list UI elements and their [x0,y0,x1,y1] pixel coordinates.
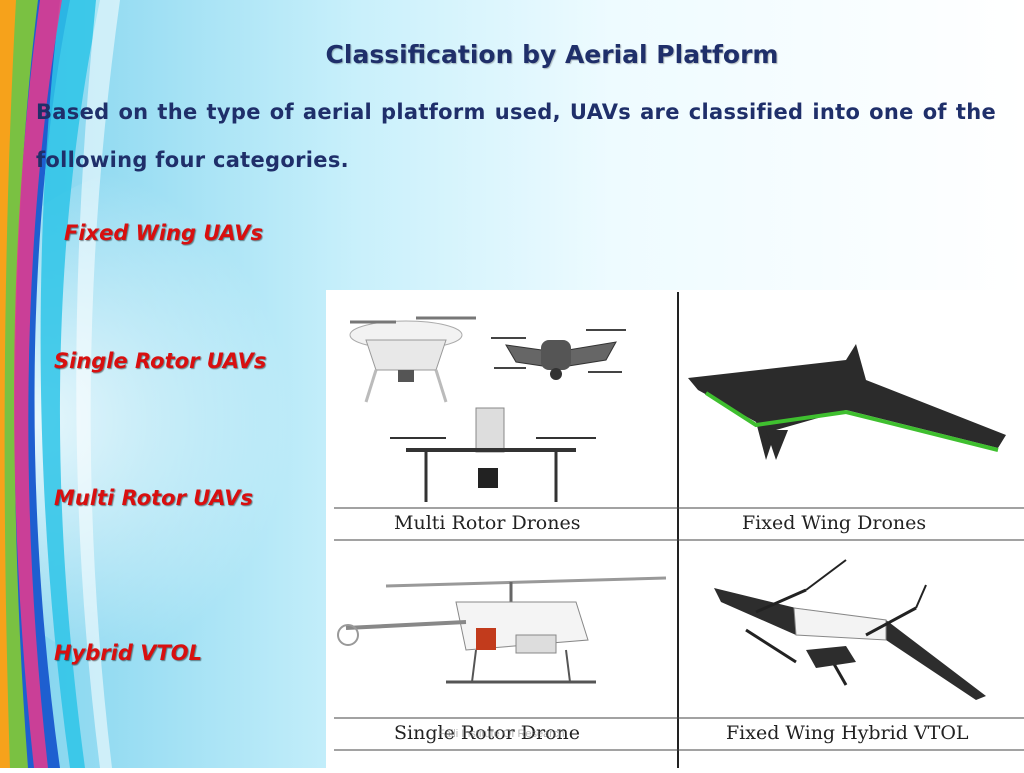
watermark-text: Faili Institute Of Research [438,728,565,740]
drone-illustrations [326,290,1024,768]
category-hybrid-vtol: Hybrid VTOL [54,641,203,665]
category-single-rotor: Single Rotor UAVs [54,349,267,373]
page-title: Classification by Aerial Platform [325,40,779,69]
helicopter-drone-icon [337,576,667,684]
caption-fixed-wing: Fixed Wing Drones [742,512,927,534]
drone-image-grid: Multi Rotor Drones Fixed Wing Drones Sin… [326,290,1024,768]
caption-single-rotor: Single Rotor Drone [394,722,581,744]
hybrid-vtol-drone-icon [714,559,986,700]
caption-multi-rotor: Multi Rotor Drones [394,512,581,534]
fixed-wing-drone-icon [688,344,1006,460]
quadcopter-inspire-icon [390,407,596,502]
caption-hybrid-vtol: Fixed Wing Hybrid VTOL [726,722,969,744]
intro-text: Based on the type of aerial platform use… [36,100,996,172]
category-fixed-wing: Fixed Wing UAVs [64,221,264,245]
quadcopter-white-icon [349,316,476,403]
category-multi-rotor: Multi Rotor UAVs [54,486,253,510]
quadcopter-dark-icon [491,329,626,380]
